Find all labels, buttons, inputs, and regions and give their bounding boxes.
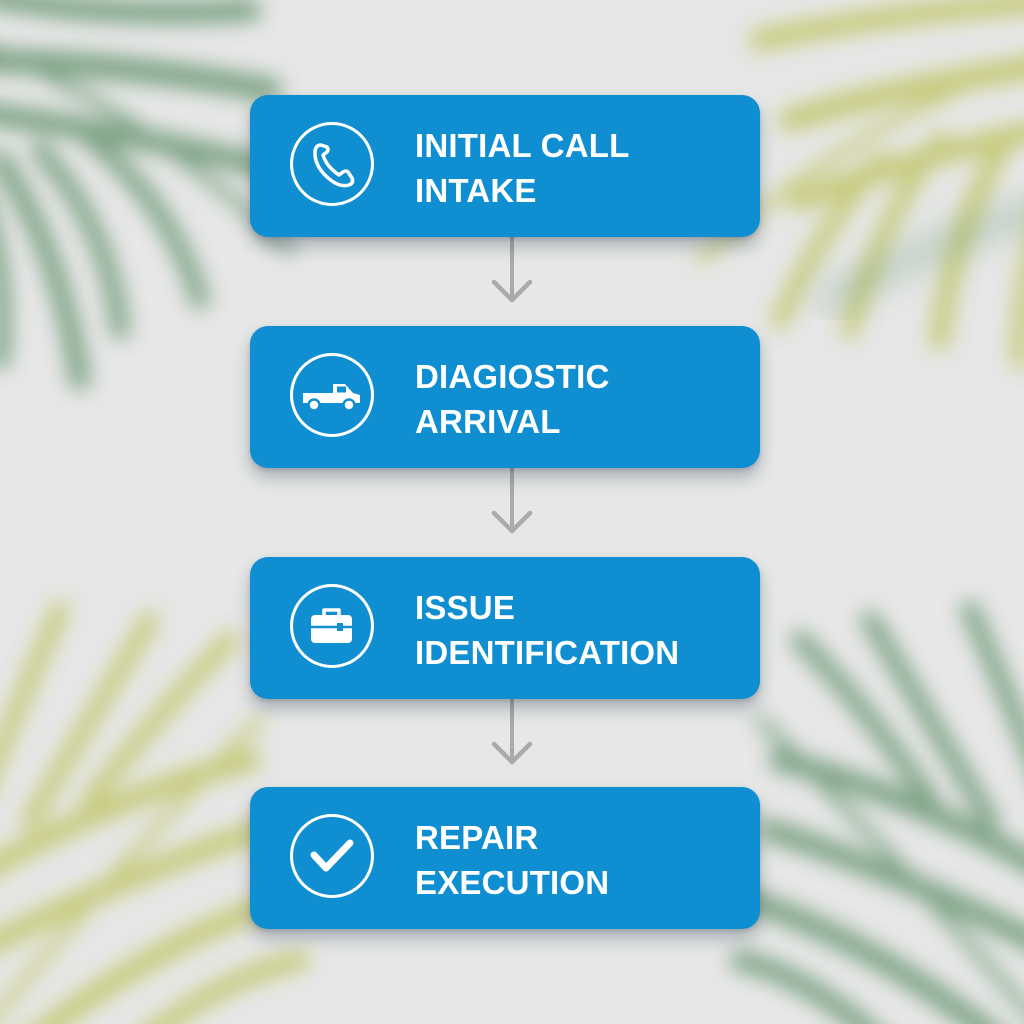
step-label-line-1: ISSUE <box>415 589 516 626</box>
connector-arrow <box>491 234 533 303</box>
step-initial-call-intake: INITIAL CALL INTAKE <box>250 95 760 237</box>
step-label-line-1: INITIAL CALL <box>415 127 630 164</box>
step-label: ISSUE IDENTIFICATION <box>415 585 679 675</box>
step-label-line-2: EXECUTION <box>415 864 610 901</box>
step-label: REPAIR EXECUTION <box>415 815 609 905</box>
step-diagnostic-arrival: DIAGIOSTIC ARRIVAL <box>250 326 760 468</box>
step-label: DIAGIOSTIC ARRIVAL <box>415 354 610 444</box>
step-label-line-2: IDENTIFICATION <box>415 634 680 671</box>
toolbox-icon <box>290 584 374 668</box>
step-label-line-2: ARRIVAL <box>415 403 561 440</box>
connector-arrow <box>491 696 533 765</box>
step-label-line-1: REPAIR <box>415 819 539 856</box>
phone-icon <box>290 122 374 206</box>
step-label: INITIAL CALL INTAKE <box>415 123 629 213</box>
step-label-line-1: DIAGIOSTIC <box>415 358 610 395</box>
checkmark-icon <box>290 814 374 898</box>
step-issue-identification: ISSUE IDENTIFICATION <box>250 557 760 699</box>
connector-arrow <box>491 465 533 534</box>
truck-icon <box>290 353 374 437</box>
step-label-line-2: INTAKE <box>415 172 537 209</box>
step-repair-execution: REPAIR EXECUTION <box>250 787 760 929</box>
